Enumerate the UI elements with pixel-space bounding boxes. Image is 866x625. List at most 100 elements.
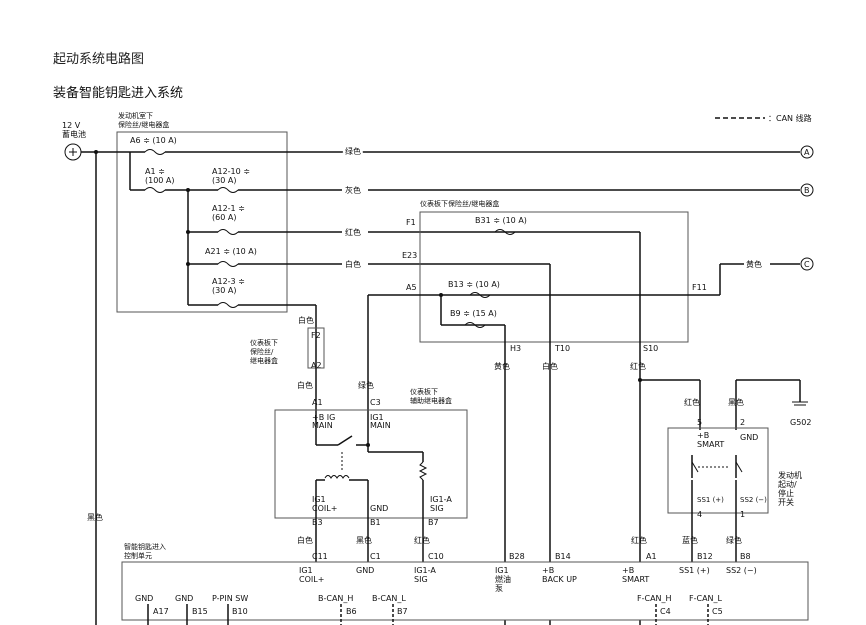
ecu-b28-line1: IG1 xyxy=(495,566,509,575)
wire-color-b12: 蓝色 xyxy=(682,535,698,545)
engine-fuse-box xyxy=(116,131,288,313)
pin-b7: B7 xyxy=(428,518,439,527)
wire-label-green: 绿色 xyxy=(345,146,361,156)
small-box-label-3: 继电器盒 xyxy=(250,356,278,365)
pin-5: 5 xyxy=(697,418,702,427)
engine-box-label-1: 发动机室下 xyxy=(118,111,153,120)
wire-color-t10: 白色 xyxy=(542,361,558,371)
small-box-label-1: 仪表板下 xyxy=(250,338,278,347)
wire-color-a1-ecu: 红色 xyxy=(631,535,647,545)
relay-box-label-1: 仪表板下 xyxy=(410,387,438,396)
wire-color-s10: 红色 xyxy=(630,361,646,371)
ecu-pin-c5: C5 xyxy=(712,607,723,616)
wire-label-yellow: 黄色 xyxy=(746,259,762,269)
pin-relay-c3: C3 xyxy=(370,398,381,407)
ecu-b28-line2: 燃油 xyxy=(495,574,511,584)
connector-c xyxy=(800,257,814,271)
pin-e23: E23 xyxy=(402,251,417,260)
relay-sig-label: SIG xyxy=(430,504,444,513)
fuse-a1-amp: (100 A) xyxy=(145,176,175,185)
wire-color-f2-top: 白色 xyxy=(298,315,314,325)
ecu-b14-line2: BACK UP xyxy=(542,575,577,584)
relay-big-label: +B IG xyxy=(312,413,335,422)
fuse-a12-10-label: A12-10 ≑ xyxy=(212,167,250,176)
ecu-c1-line1: GND xyxy=(356,566,374,575)
relay-coil-ig1: IG1 xyxy=(312,495,326,504)
pin-s10: S10 xyxy=(643,344,658,353)
connector-a xyxy=(800,145,814,159)
switch-bsmart-1: +B xyxy=(697,431,709,440)
fuse-a6-label: A6 ≑ (10 A) xyxy=(130,136,177,145)
fuse-a12-3-label: A12-3 ≑ xyxy=(212,277,245,286)
fuse-a1-symbol xyxy=(144,187,166,193)
fuse-a21-label: A21 ≑ (10 A) xyxy=(205,247,257,256)
battery-label: 蓄电池 xyxy=(62,129,86,139)
wire-color-b3: 白色 xyxy=(297,535,313,545)
fuse-a12-10-amp: (30 A) xyxy=(212,176,236,185)
wire-color-b1: 黑色 xyxy=(356,535,372,545)
fuse-a12-3-amp: (30 A) xyxy=(212,286,236,295)
connector-b xyxy=(800,183,814,197)
engine-start-stop-switch[interactable] xyxy=(667,427,769,514)
pin-b3: B3 xyxy=(312,518,323,527)
relay-box-label-2: 辅助继电器盒 xyxy=(410,396,452,405)
ecu-c11-line1: IG1 xyxy=(299,566,313,575)
pin-relay-a1: A1 xyxy=(312,398,323,407)
pin-f1: F1 xyxy=(406,218,416,227)
ecu-b12-line1: SS1 (+) xyxy=(679,566,710,575)
ecu-bottom-fcanl: F-CAN_L xyxy=(689,594,723,603)
fuse-b9-symbol xyxy=(464,322,486,328)
fuse-a12-10-symbol xyxy=(217,187,239,193)
ecu-pin-b10: B10 xyxy=(232,607,248,616)
svg-text:B: B xyxy=(804,186,810,195)
ecu-pin-c11: C11 xyxy=(312,552,328,561)
switch-gnd: GND xyxy=(740,433,758,442)
fuse-a12-1-label: A12-1 ≑ xyxy=(212,204,245,213)
wire-color-ss-black: 黑色 xyxy=(728,397,744,407)
fuse-b13-label: B13 ≑ (10 A) xyxy=(448,280,500,289)
fuse-a21-symbol xyxy=(217,261,239,267)
ecu-label-2: 控制单元 xyxy=(124,551,152,560)
battery-voltage: 12 V xyxy=(62,121,81,130)
page-subtitle: 装备智能钥匙进入系统 xyxy=(53,86,184,101)
fuse-a12-1-symbol xyxy=(217,229,239,235)
wire-color-ss-red: 红色 xyxy=(684,397,700,407)
switch-contact-1 xyxy=(691,461,699,473)
fuse-a6-symbol xyxy=(144,149,166,155)
fuse-a12-1-amp: (60 A) xyxy=(212,213,236,222)
ecu-bottom-gnd2: GND xyxy=(175,594,193,603)
switch-contact-2 xyxy=(735,461,743,473)
ecu-pin-b7: B7 xyxy=(397,607,408,616)
wire-color-a1-top: 白色 xyxy=(297,380,313,390)
ecu-pin-c1: C1 xyxy=(370,552,381,561)
wire-color-h3: 黄色 xyxy=(494,361,510,371)
switch-name-4: 开关 xyxy=(778,497,794,507)
switch-ss2: SS2 (−) xyxy=(740,496,767,504)
pin-h3: H3 xyxy=(510,344,521,353)
ecu-bottom-bcanl: B-CAN_L xyxy=(372,594,406,603)
page-title: 起动系统电路图 xyxy=(53,52,145,67)
switch-name-3: 停止 xyxy=(778,488,794,498)
pin-b1: B1 xyxy=(370,518,381,527)
small-box-label-2: 保险丝/ xyxy=(250,347,274,356)
ecu-pin-b14: B14 xyxy=(555,552,571,561)
ecu-c10-line1: IG1-A xyxy=(414,566,436,575)
ecu-c10-line2: SIG xyxy=(414,575,428,584)
wire-label-gray: 灰色 xyxy=(345,185,361,195)
ecu-c11-line2: COIL+ xyxy=(299,575,324,584)
relay-main2-label: MAIN xyxy=(370,421,391,430)
pin-a5: A5 xyxy=(406,283,417,292)
relay-resistor xyxy=(418,461,428,481)
ecu-a1-line1: +B xyxy=(622,566,634,575)
ecu-b28-line3: 泵 xyxy=(495,584,503,593)
ecu-pin-a1: A1 xyxy=(646,552,657,561)
ecu-bottom-bcanh: B-CAN_H xyxy=(318,594,353,603)
relay-box xyxy=(274,409,468,519)
ecu-pin-b8: B8 xyxy=(740,552,751,561)
fuse-b9-label: B9 ≑ (15 A) xyxy=(450,309,497,318)
relay-sig-ig1: IG1-A xyxy=(430,495,452,504)
wire-label-red: 红色 xyxy=(345,227,361,237)
switch-bsmart-2: SMART xyxy=(697,440,724,449)
smart-key-ecu xyxy=(121,561,809,621)
switch-name-1: 发动机 xyxy=(778,470,802,480)
